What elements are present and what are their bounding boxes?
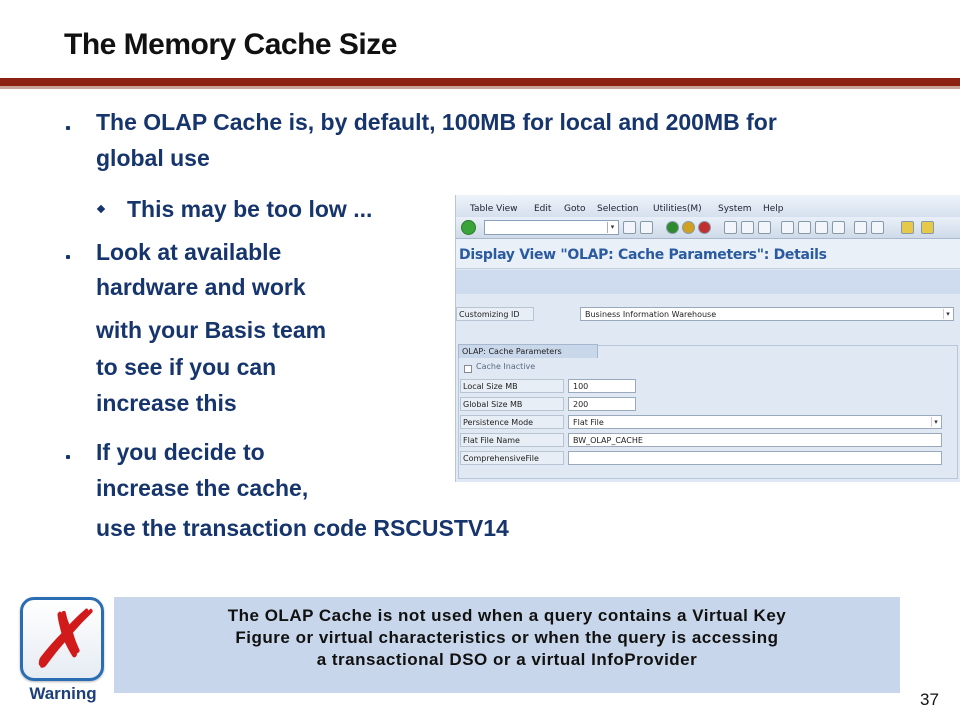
menu-help[interactable]: Help — [763, 204, 784, 214]
menu-table-view[interactable]: Table View — [470, 204, 518, 214]
next-page-icon[interactable] — [815, 221, 828, 234]
bullet-2-line-3: with your Basis team — [96, 317, 327, 343]
help-icon[interactable] — [901, 221, 914, 234]
cache-parameters-group-title: OLAP: Cache Parameters — [458, 344, 598, 358]
menu-system[interactable]: System — [718, 204, 752, 214]
bullet-marker — [66, 126, 70, 130]
global-size-field[interactable]: 200 — [568, 397, 636, 411]
flat-file-name-field[interactable]: BW_OLAP_CACHE — [568, 433, 942, 447]
save-icon[interactable] — [640, 221, 653, 234]
warning-note-line-2: Figure or virtual characteristics or whe… — [235, 628, 779, 647]
first-page-icon[interactable] — [781, 221, 794, 234]
warning-note-line-1: The OLAP Cache is not used when a query … — [227, 606, 787, 625]
enter-check-icon[interactable] — [461, 220, 476, 235]
find-next-icon[interactable] — [758, 221, 771, 234]
warning-note-line-3: a transactional DSO or a virtual InfoPro… — [316, 650, 698, 669]
page-number: 37 — [920, 690, 939, 709]
persistence-mode-value: Flat File — [573, 418, 604, 427]
flat-file-name-label: Flat File Name — [460, 433, 564, 447]
bullet-3-line-2: increase the cache, — [96, 475, 309, 501]
bullet-2-line-2: hardware and work — [96, 274, 306, 300]
sap-screenshot: Table View Edit Goto Selection Utilities… — [455, 195, 960, 482]
local-size-field[interactable]: 100 — [568, 379, 636, 393]
x-mark-icon: ✗ — [20, 593, 107, 686]
cache-inactive-checkbox[interactable] — [464, 365, 472, 373]
customizing-id-label: Customizing ID — [456, 307, 534, 321]
sub-bullet-marker — [96, 204, 106, 214]
sap-menu-bar: Table View Edit Goto Selection Utilities… — [456, 195, 960, 217]
menu-utilities[interactable]: Utilities(M) — [653, 204, 702, 214]
menu-selection[interactable]: Selection — [597, 204, 639, 214]
title-divider — [0, 78, 960, 86]
customizing-id-field[interactable]: Business Information Warehouse ▾ — [580, 307, 954, 321]
comprehensive-file-label: ComprehensiveFile — [460, 451, 564, 465]
bullet-3-line-1: If you decide to — [96, 439, 265, 465]
previous-page-icon[interactable] — [798, 221, 811, 234]
sap-window-title: Display View "OLAP: Cache Parameters": D… — [459, 247, 827, 263]
slide-title: The Memory Cache Size — [64, 28, 397, 61]
bullet-2-line-1: Look at available — [96, 239, 282, 265]
menu-edit[interactable]: Edit — [534, 204, 552, 214]
find-icon[interactable] — [741, 221, 754, 234]
sap-system-toolbar: ▾ — [456, 217, 960, 239]
customizing-id-value: Business Information Warehouse — [585, 310, 717, 319]
global-size-label: Global Size MB — [460, 397, 564, 411]
layout-icon[interactable] — [921, 221, 934, 234]
bullet-1-line-1: The OLAP Cache is, by default, 100MB for… — [96, 109, 777, 135]
local-size-label: Local Size MB — [460, 379, 564, 393]
cancel-icon[interactable] — [698, 221, 711, 234]
warning-badge: ✗ Warning — [18, 593, 108, 711]
warning-note: The OLAP Cache is not used when a query … — [114, 597, 900, 693]
menu-goto[interactable]: Goto — [564, 204, 586, 214]
persistence-mode-label: Persistence Mode — [460, 415, 564, 429]
new-session-icon[interactable] — [854, 221, 867, 234]
x-mark-glyph: ✗ — [26, 593, 107, 686]
exit-icon[interactable] — [682, 221, 695, 234]
bullet-marker — [66, 255, 70, 259]
chevron-down-icon[interactable]: ▾ — [607, 222, 617, 233]
warning-label: Warning — [29, 684, 97, 703]
bullet-2-line-4: to see if you can — [96, 354, 277, 380]
nav-toggle-icon[interactable] — [623, 221, 636, 234]
bullet-2-line-5: increase this — [96, 390, 237, 416]
chevron-down-icon[interactable]: ▾ — [931, 417, 940, 427]
cache-inactive-label: Cache Inactive — [476, 362, 536, 371]
back-icon[interactable] — [666, 221, 679, 234]
warning-note-text: The OLAP Cache is not used when a query … — [114, 605, 900, 671]
sub-bullet-1: This may be too low ... — [127, 196, 373, 222]
persistence-mode-field[interactable]: Flat File ▾ — [568, 415, 942, 429]
comprehensive-file-field[interactable] — [568, 451, 942, 465]
bullet-3-line-3: use the transaction code RSCUSTV14 — [96, 515, 509, 541]
print-icon[interactable] — [724, 221, 737, 234]
command-field[interactable]: ▾ — [484, 220, 619, 235]
last-page-icon[interactable] — [832, 221, 845, 234]
bullet-1-line-2: global use — [96, 145, 210, 171]
bullet-marker — [66, 455, 70, 459]
sap-application-toolbar — [456, 270, 960, 294]
chevron-down-icon[interactable]: ▾ — [943, 309, 952, 319]
title-divider-shadow — [0, 86, 960, 89]
sap-title-bar: Display View "OLAP: Cache Parameters": D… — [456, 239, 960, 269]
shortcut-icon[interactable] — [871, 221, 884, 234]
